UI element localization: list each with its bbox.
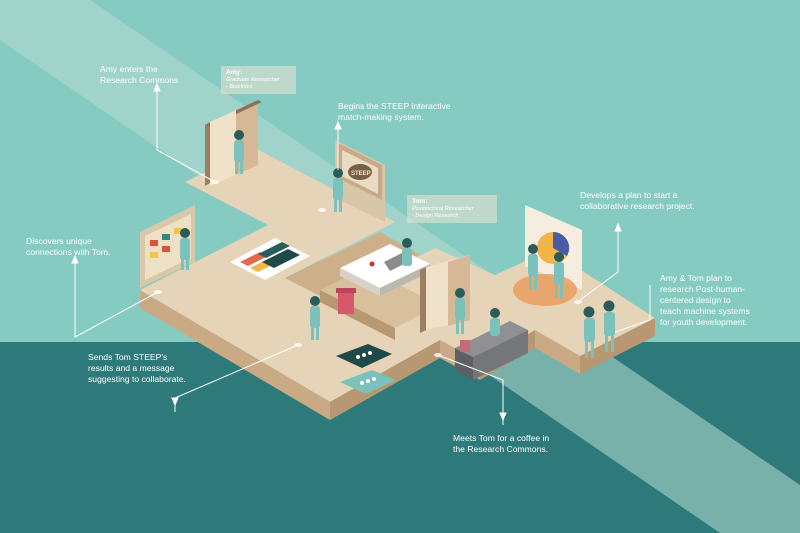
- rug-stripe-4: [258, 242, 290, 258]
- projection-floor-glow: [513, 274, 577, 306]
- chat-dot-4: [360, 381, 364, 385]
- tag-tom-role: Postdoctoral Researcher - Design Researc…: [412, 206, 474, 219]
- chat-dot-1: [356, 355, 360, 359]
- platform-far-side: [580, 318, 655, 374]
- board-note-3: [174, 228, 182, 234]
- stair-block: [320, 268, 440, 328]
- tag-tom-name: Tom:: [412, 198, 428, 205]
- leader-lines: [71, 82, 651, 425]
- person-amy-door: [234, 130, 244, 174]
- board-note-5: [162, 246, 170, 252]
- door-panel-back: [210, 110, 236, 186]
- person-amy-steep: [333, 168, 343, 212]
- tag-amy: Amy: Graduate Researcher - Bioethics: [221, 66, 296, 94]
- table-side: [380, 264, 430, 296]
- cup-red: [369, 261, 375, 267]
- annotation-discovers: Discovers unique connections with Tom.: [26, 236, 111, 257]
- projection-chart-slice: [553, 231, 570, 256]
- espresso-machine: [338, 292, 354, 314]
- annotation-meets: Meets Tom for a coffee in the Research C…: [453, 433, 550, 454]
- chat-dot-5: [366, 379, 370, 383]
- inner-door-wall: [420, 267, 426, 333]
- person-tom-door: [455, 288, 465, 334]
- chat-dot-6: [372, 377, 376, 381]
- floor-marker-6: [574, 300, 582, 304]
- board-note-1: [150, 240, 158, 246]
- door-wall-left: [205, 122, 210, 186]
- tag-amy-name: Amy:: [226, 69, 243, 76]
- tag-amy-role: Graduate Researcher - Bioethics: [226, 77, 280, 90]
- counter-front: [455, 348, 473, 380]
- chat-dot-3: [368, 351, 372, 355]
- person-amy-whiteboard: [180, 228, 190, 270]
- platform-left-side: [140, 290, 330, 420]
- annotation-sends: Sends Tom STEEP's results and a message …: [88, 352, 186, 384]
- counter-top: [455, 321, 528, 357]
- annotation-develops: Develops a plan to start a collaborative…: [580, 190, 695, 211]
- espresso-top: [336, 288, 356, 293]
- person-amy-projection: [528, 244, 538, 290]
- rug-stripe-3: [262, 249, 300, 268]
- person-tom-walking: [603, 300, 615, 352]
- annotation-steep: Begins the STEEP interactive match-makin…: [338, 101, 451, 122]
- person-tom-coffee: [490, 308, 500, 336]
- board-note-2: [162, 234, 170, 240]
- annotation-plan: Amy & Tom plan to research Post-human- c…: [660, 273, 750, 327]
- person-amy-sending: [310, 296, 320, 340]
- floor-marker-2: [318, 208, 326, 212]
- coffee-machine: [460, 340, 470, 352]
- chat-dot-2: [362, 353, 366, 357]
- table-front: [340, 268, 380, 296]
- person-amy-walking: [583, 306, 595, 358]
- person-tom-table: [402, 238, 412, 266]
- counter-side: [473, 330, 528, 380]
- platform-right-side: [535, 330, 580, 374]
- board-note-4: [150, 252, 158, 258]
- steep-screen-brand: STEEP: [351, 171, 371, 177]
- steep-logo: [348, 164, 372, 180]
- annotation-amy-enters: Amy enters the Research Commons: [100, 64, 179, 85]
- tag-tom: Tom: Postdoctoral Researcher - Design Re…: [407, 195, 497, 223]
- person-tom-projection: [554, 252, 564, 298]
